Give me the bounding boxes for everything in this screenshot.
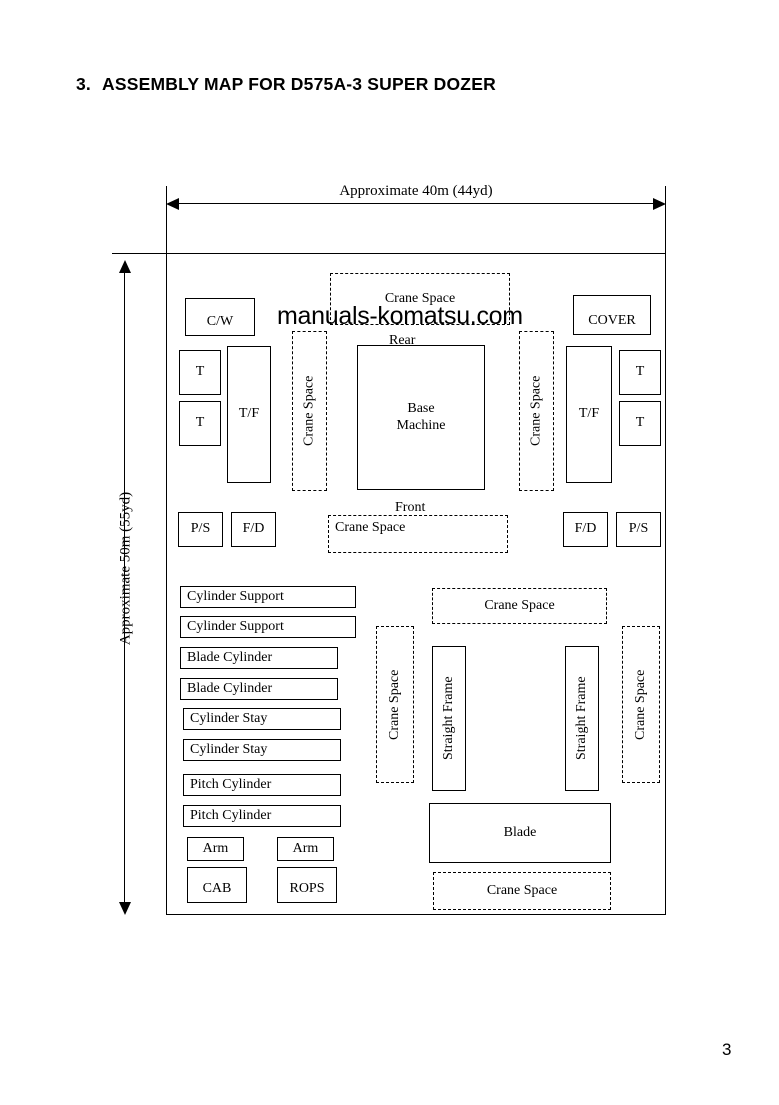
crane-space-front: Crane Space xyxy=(328,515,508,553)
arm-box-left: Arm xyxy=(187,837,244,861)
track-frame-label: T/F xyxy=(238,406,260,422)
crane-space-label: Crane Space xyxy=(486,882,558,898)
part-label: Pitch Cylinder xyxy=(190,807,272,823)
cover-box: COVER xyxy=(573,295,651,335)
final-drive-left: F/D xyxy=(231,512,276,547)
tank-label: T xyxy=(635,415,645,431)
dimension-line xyxy=(172,203,660,205)
crane-space-rear: Crane Space xyxy=(330,273,510,325)
assembly-map-diagram: Crane Space C/W COVER Rear T T T/F Crane… xyxy=(166,253,666,915)
part-label: Pitch Cylinder xyxy=(190,776,272,792)
part-box-pitch-cylinder-2: Pitch Cylinder xyxy=(183,805,341,827)
rops-label: ROPS xyxy=(289,880,325,896)
crane-space-blade: Crane Space xyxy=(433,872,611,910)
part-label: Blade Cylinder xyxy=(187,680,273,696)
watermark: manuals-komatsu.com xyxy=(277,302,523,330)
crane-space-frames-right: Crane Space xyxy=(622,626,660,783)
vertical-dimension-arrow: Approximate 50m (55yd) xyxy=(118,260,134,915)
page-number: 3 xyxy=(722,1040,732,1059)
dimension-tick-top xyxy=(112,253,168,255)
arm-label: Arm xyxy=(292,840,319,856)
power-system-label: P/S xyxy=(190,521,211,537)
part-label: Cylinder Support xyxy=(187,588,284,604)
power-system-right: P/S xyxy=(616,512,661,547)
part-label: Cylinder Support xyxy=(187,618,284,634)
crane-space-label: Crane Space xyxy=(484,597,555,613)
tank-label: T xyxy=(195,415,205,431)
tank-label: T xyxy=(635,364,645,380)
final-drive-right: F/D xyxy=(563,512,608,547)
rops-box: ROPS xyxy=(277,867,337,903)
tank-box-right-1: T xyxy=(619,350,661,395)
blade-box: Blade xyxy=(429,803,611,863)
part-box-cylinder-support-2: Cylinder Support xyxy=(180,616,356,638)
track-frame-label: T/F xyxy=(578,406,600,422)
arm-box-right: Arm xyxy=(277,837,334,861)
crane-space-label: Crane Space xyxy=(301,375,317,447)
dimension-tick-left xyxy=(166,186,168,266)
crane-space-label: Crane Space xyxy=(384,290,456,306)
part-box-pitch-cylinder-1: Pitch Cylinder xyxy=(183,774,341,796)
part-box-blade-cylinder-1: Blade Cylinder xyxy=(180,647,338,669)
straight-frame-label: Straight Frame xyxy=(573,676,589,761)
tank-label: T xyxy=(195,364,205,380)
power-system-left: P/S xyxy=(178,512,223,547)
crane-space-left: Crane Space xyxy=(292,331,327,491)
part-box-blade-cylinder-2: Blade Cylinder xyxy=(180,678,338,700)
cab-label: CAB xyxy=(202,880,232,896)
arrow-right-head xyxy=(653,198,666,210)
part-box-cylinder-support-1: Cylinder Support xyxy=(180,586,356,608)
straight-frame-left: Straight Frame xyxy=(432,646,466,791)
straight-frame-label: Straight Frame xyxy=(440,676,456,761)
counterweight-box: C/W xyxy=(185,298,255,336)
tank-box-right-2: T xyxy=(619,401,661,446)
part-label: Blade Cylinder xyxy=(187,649,273,665)
arm-label: Arm xyxy=(202,840,229,856)
vertical-dimension-label: Approximate 50m (55yd) xyxy=(117,491,134,646)
power-system-label: P/S xyxy=(628,521,649,537)
crane-space-label: Crane Space xyxy=(335,520,406,535)
track-frame-left: T/F xyxy=(227,346,271,483)
final-drive-label: F/D xyxy=(574,521,597,537)
tank-box-left-1: T xyxy=(179,350,221,395)
part-label: Cylinder Stay xyxy=(190,710,268,726)
crane-space-frames-left: Crane Space xyxy=(376,626,414,783)
part-box-cylinder-stay-2: Cylinder Stay xyxy=(183,739,341,761)
cab-box: CAB xyxy=(187,867,247,903)
counterweight-label: C/W xyxy=(206,313,234,329)
part-label: Cylinder Stay xyxy=(190,741,268,757)
arrow-bottom-head xyxy=(119,902,131,915)
dimension-tick-right xyxy=(665,186,667,256)
base-machine-box: Base Machine xyxy=(357,345,485,490)
base-machine-label: Base Machine xyxy=(396,401,446,433)
crane-space-right: Crane Space xyxy=(519,331,554,491)
dimension-line-vertical xyxy=(124,266,126,909)
page-title-text: ASSEMBLY MAP FOR D575A-3 SUPER DOZER xyxy=(102,74,496,94)
horizontal-dimension-arrow xyxy=(166,198,666,210)
cover-label: COVER xyxy=(588,312,636,328)
track-frame-right: T/F xyxy=(566,346,612,483)
page-title: 3. ASSEMBLY MAP FOR D575A-3 SUPER DOZER xyxy=(76,74,496,95)
blade-label: Blade xyxy=(503,824,537,840)
front-label: Front xyxy=(395,500,426,515)
horizontal-dimension-label: Approximate 40m (44yd) xyxy=(339,183,493,199)
crane-space-frames-top: Crane Space xyxy=(432,588,607,624)
crane-space-label: Crane Space xyxy=(528,375,544,447)
rear-label: Rear xyxy=(389,333,416,348)
crane-space-label: Crane Space xyxy=(386,669,402,740)
final-drive-label: F/D xyxy=(242,521,265,537)
straight-frame-right: Straight Frame xyxy=(565,646,599,791)
page-title-number: 3. xyxy=(76,74,91,94)
part-box-cylinder-stay-1: Cylinder Stay xyxy=(183,708,341,730)
tank-box-left-2: T xyxy=(179,401,221,446)
crane-space-label: Crane Space xyxy=(632,669,648,740)
